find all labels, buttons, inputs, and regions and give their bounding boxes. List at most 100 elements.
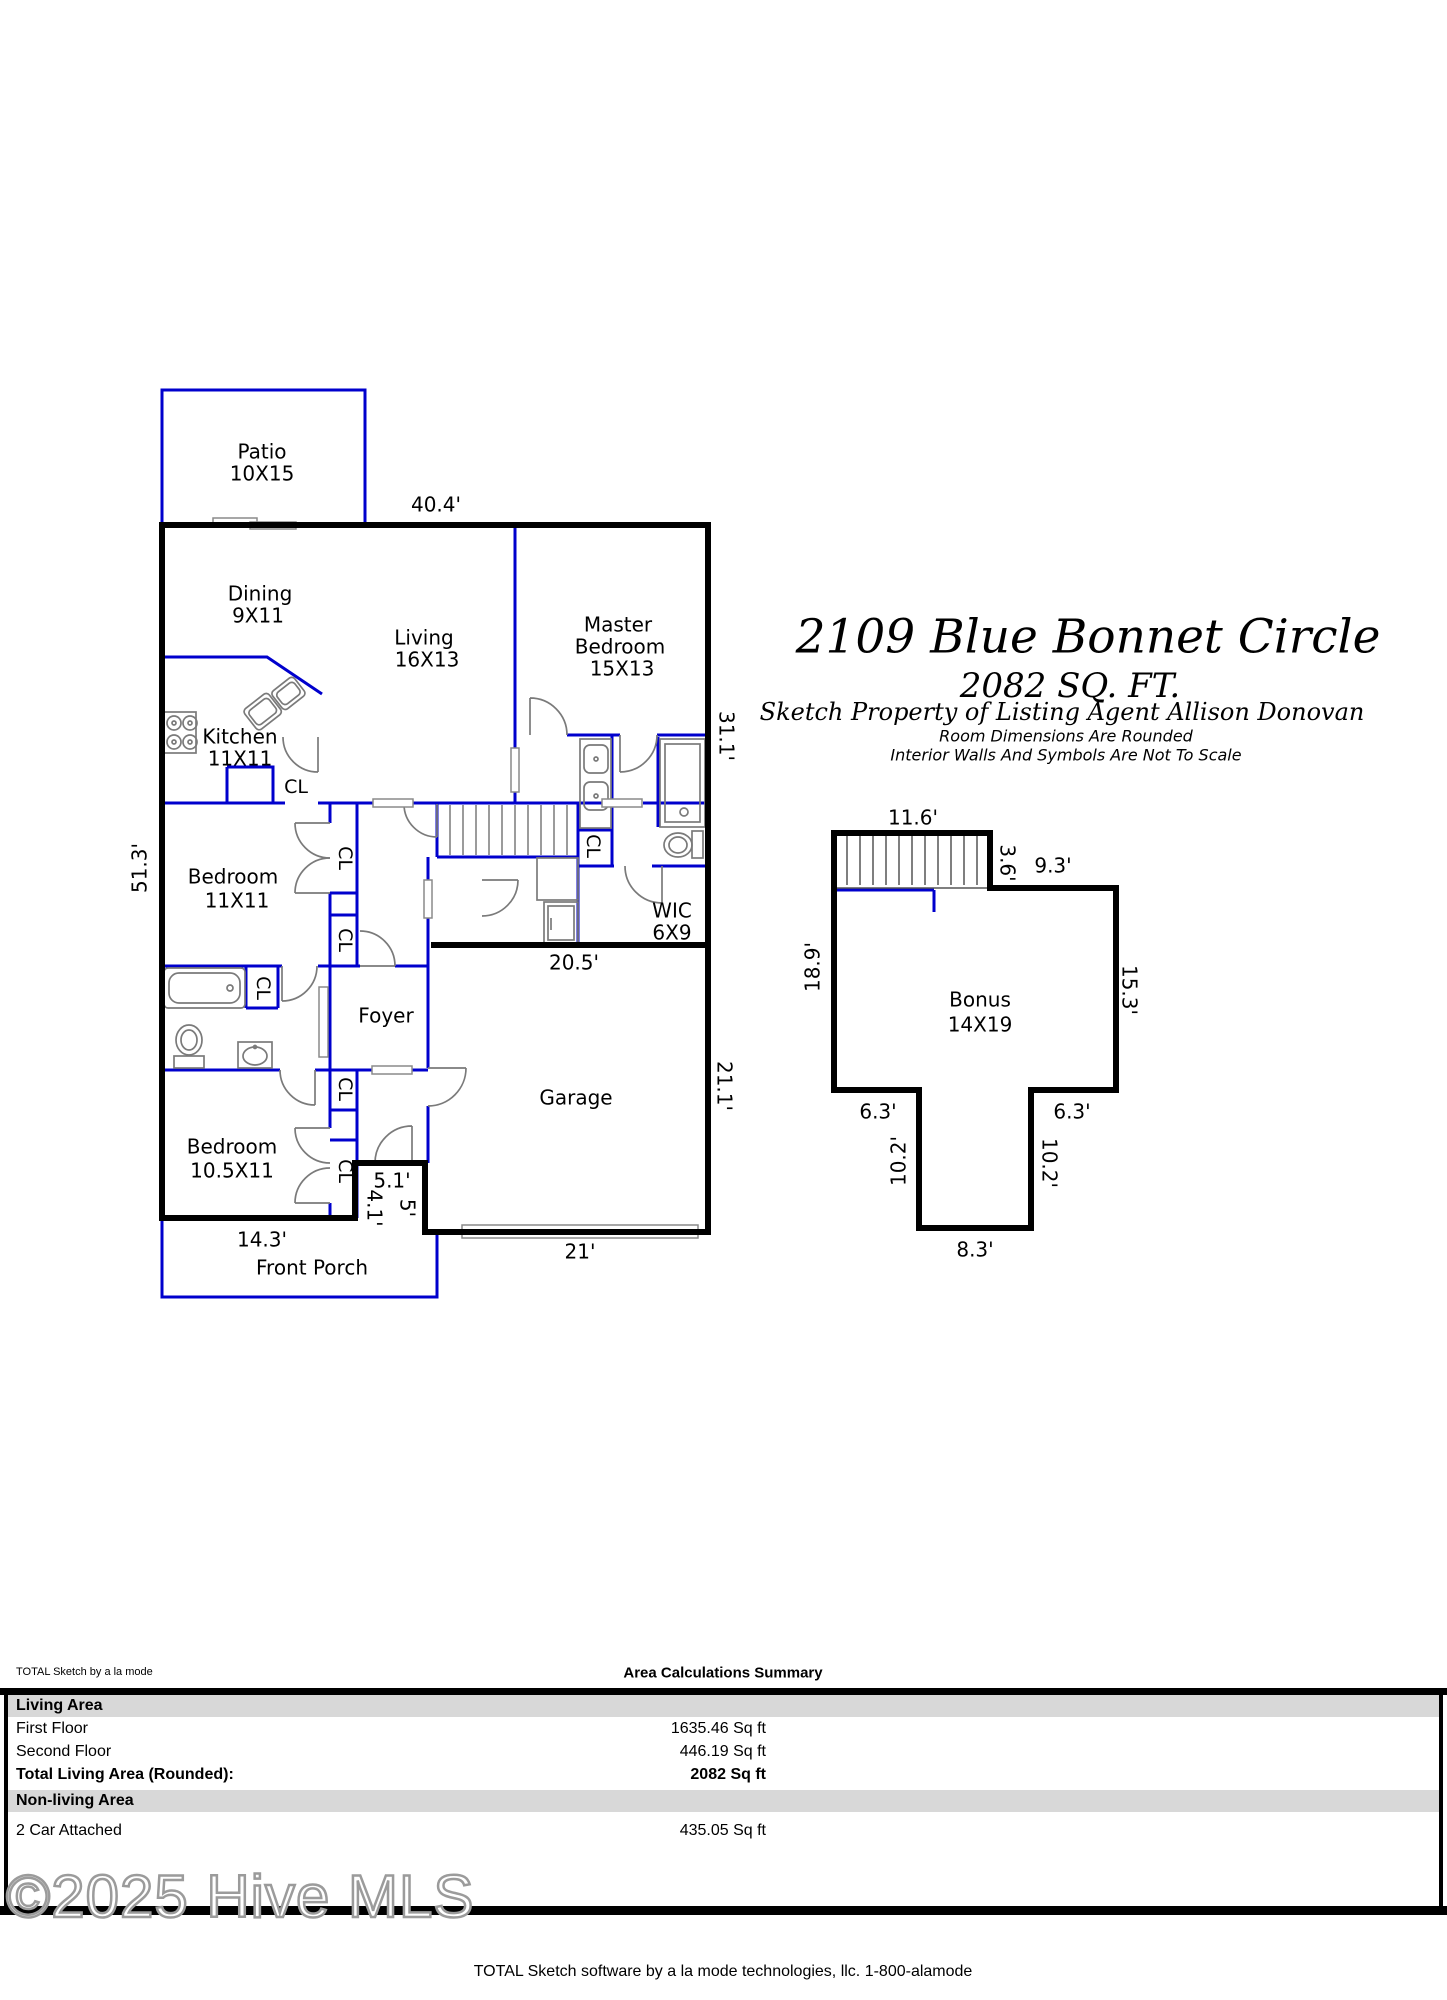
door-stairs <box>403 803 438 838</box>
note-not-to-scale: Interior Walls And Symbols Are Not To Sc… <box>890 745 1242 765</box>
room-label-front-porch: Front Porch <box>256 1255 368 1280</box>
dim-entry-width: 5.1' <box>373 1168 411 1193</box>
row-label: Total Living Area (Rounded): <box>16 1766 234 1783</box>
nonliving-area-header-row: Non-living Area <box>8 1790 1439 1812</box>
laundry-box <box>536 857 579 901</box>
room-label-wic: WIC <box>652 898 692 923</box>
table-border-top <box>0 1688 1447 1695</box>
mls-watermark: ©2025 Hive MLS <box>5 1862 475 1932</box>
room-dims-dining: 9X11 <box>232 603 284 628</box>
closet-label-hall-2: CL <box>333 928 356 952</box>
dim-bonus-top: 11.6' <box>887 805 939 830</box>
hall-sink <box>237 1041 273 1069</box>
door-foyer-closet <box>359 930 396 967</box>
interior-walls <box>162 525 936 1218</box>
dim-right-lower: 21.1' <box>712 1060 737 1112</box>
dim-bonus-inner-left: 10.2' <box>886 1135 911 1187</box>
door-kitchen <box>282 736 319 773</box>
room-dims-bonus: 14X19 <box>947 1012 1013 1037</box>
total-sketch-brand: TOTAL Sketch by a la mode <box>16 1666 153 1678</box>
dim-garage-door: 21' <box>564 1239 596 1264</box>
row-value: 1635.46 Sq ft <box>670 1720 766 1737</box>
row-label: 2 Car Attached <box>16 1822 122 1839</box>
table-border-right <box>1439 1688 1443 1910</box>
room-label-foyer: Foyer <box>358 1003 414 1028</box>
room-label-dining: Dining <box>227 581 293 606</box>
dim-bonus-step: 3.6' <box>995 844 1020 882</box>
door-bedroom2-closet-b <box>294 857 331 894</box>
opening-foyer-left <box>318 986 329 1058</box>
dim-garage-top: 20.5' <box>548 950 600 975</box>
room-dims-patio: 10X15 <box>229 461 295 486</box>
table-row: 2 Car Attached 435.05 Sq ft <box>8 1820 1439 1842</box>
first-floor-outline <box>159 522 711 1235</box>
table-border-left <box>4 1688 8 1910</box>
summary-title: Area Calculations Summary <box>623 1664 823 1682</box>
dim-porch: 14.3' <box>236 1227 288 1252</box>
dim-bonus-top-right: 9.3' <box>1034 853 1072 878</box>
master-toilet-tank <box>691 830 704 859</box>
door-bedroom3-closet-a <box>294 1127 331 1164</box>
closet-label-bedroom3: CL <box>333 1159 356 1183</box>
door-master <box>529 697 568 736</box>
room-dims-living: 16X13 <box>394 647 460 672</box>
room-label-bedroom3: Bedroom <box>186 1134 278 1159</box>
row-value: 446.19 Sq ft <box>679 1743 766 1760</box>
dim-bonus-notch-left: 6.3' <box>859 1099 897 1124</box>
living-area-header: Living Area <box>16 1697 103 1714</box>
room-dims-kitchen: 11X11 <box>207 746 273 771</box>
bonus-room-outline <box>831 830 1119 1231</box>
living-area-header-row: Living Area <box>8 1695 1439 1717</box>
table-row: Total Living Area (Rounded): 2082 Sq ft <box>8 1764 1439 1786</box>
table-row: Second Floor 446.19 Sq ft <box>8 1741 1439 1763</box>
footer-credit: TOTAL Sketch software by a la mode techn… <box>473 1963 973 1980</box>
door-wic <box>624 865 663 904</box>
front-porch-outline <box>160 1218 439 1299</box>
door-front-entry <box>374 1125 413 1164</box>
note-dimensions-rounded: Room Dimensions Are Rounded <box>939 726 1193 746</box>
agent-line: Sketch Property of Listing Agent Allison… <box>759 698 1365 726</box>
closet-label-hall-1: CL <box>333 846 356 870</box>
exterior-walls <box>159 522 1119 1235</box>
row-value: 435.05 Sq ft <box>679 1822 766 1839</box>
room-label-bonus: Bonus <box>949 987 1011 1012</box>
closet-label-foyer: CL <box>333 1077 356 1101</box>
row-label: Second Floor <box>16 1743 112 1760</box>
row-value: 2082 Sq ft <box>690 1766 766 1783</box>
room-dims-wic: 6X9 <box>652 920 692 945</box>
nonliving-area-header: Non-living Area <box>16 1792 134 1809</box>
room-dims-master: 15X13 <box>589 656 655 681</box>
door-master-bath <box>619 734 658 773</box>
dim-bonus-inner-right: 10.2' <box>1037 1137 1062 1189</box>
kitchen-sink <box>243 676 306 731</box>
door-hall-bath <box>281 965 318 1002</box>
door-hall <box>481 879 519 917</box>
hall-toilet-tank <box>173 1055 205 1069</box>
door-bedroom2-closet-a <box>294 822 331 859</box>
table-border-bottom <box>0 1906 1447 1915</box>
opening-hall-corridor <box>423 879 433 919</box>
property-address: 2109 Blue Bonnet Circle <box>795 609 1381 665</box>
stair-treads-bonus <box>834 836 990 889</box>
room-label-patio: Patio <box>237 439 287 464</box>
master-toilet-bowl <box>663 832 693 858</box>
dim-left: 51.3' <box>127 842 152 894</box>
table-row: First Floor 1635.46 Sq ft <box>8 1718 1439 1740</box>
dim-bonus-bottom: 8.3' <box>956 1237 994 1262</box>
closet-label-bath: CL <box>251 976 274 1000</box>
cased-opening-hall <box>372 798 414 808</box>
room-dims-bedroom3: 10.5X11 <box>190 1158 274 1183</box>
stair-treads-first-floor <box>449 805 568 855</box>
room-label-bedroom2: Bedroom <box>187 864 279 889</box>
room-label-garage: Garage <box>539 1085 613 1110</box>
room-label-living: Living <box>394 625 454 650</box>
opening-living-hall <box>510 747 520 793</box>
door-swings <box>279 697 663 1204</box>
row-label: First Floor <box>16 1720 88 1737</box>
closet-label-master: CL <box>581 834 604 858</box>
dim-top: 40.4' <box>410 492 462 517</box>
dim-entry-height2: 5' <box>395 1198 420 1218</box>
dim-entry-height1: 4.1' <box>362 1189 387 1227</box>
